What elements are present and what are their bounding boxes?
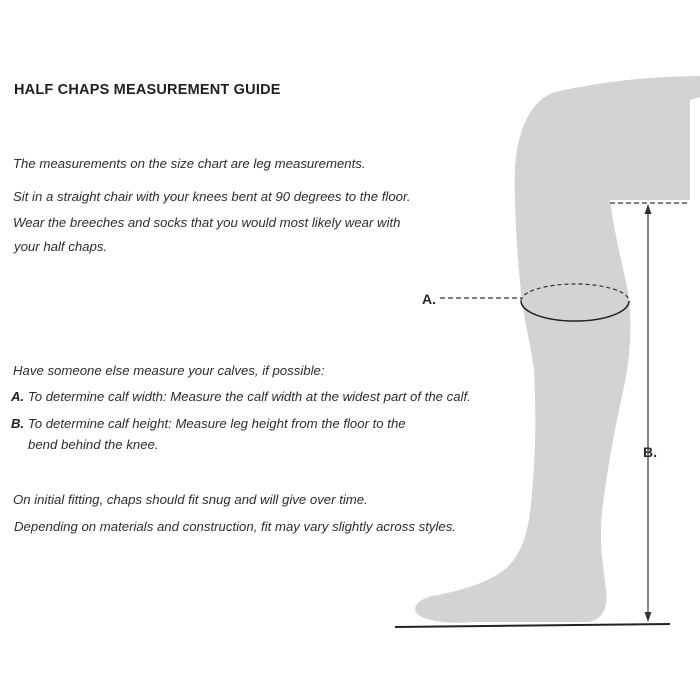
calf-measure-back-arc <box>520 283 630 302</box>
intro-line-1: The measurements on the size chart are l… <box>13 156 366 171</box>
intro-line-4: your half chaps. <box>14 239 108 254</box>
step-a: A. To determine calf width: Measure the … <box>11 389 471 404</box>
measure-intro: Have someone else measure your calves, i… <box>13 363 325 378</box>
step-a-text: To determine calf width: Measure the cal… <box>27 389 471 404</box>
step-a-marker: A. <box>11 389 25 404</box>
note-line-2: Depending on materials and construction,… <box>14 519 456 534</box>
calf-measure-front-arc <box>520 300 630 322</box>
step-b-text: To determine calf height: Measure leg he… <box>27 416 406 431</box>
intro-line-3: Wear the breeches and socks that you wou… <box>13 215 401 230</box>
step-b-marker: B. <box>11 416 25 431</box>
intro-line-2: Sit in a straight chair with your knees … <box>13 189 411 204</box>
label-b: B. <box>643 444 657 460</box>
step-b-continuation: bend behind the knee. <box>28 437 159 452</box>
label-a: A. <box>422 291 436 307</box>
page-title: HALF CHAPS MEASUREMENT GUIDE <box>14 82 281 98</box>
note-line-1: On initial fitting, chaps should fit snu… <box>13 492 368 507</box>
floor-line <box>394 623 671 628</box>
arrow-down-icon <box>644 612 652 622</box>
leg-silhouette <box>415 76 700 623</box>
arrow-up-icon <box>644 204 652 214</box>
step-b: B. To determine calf height: Measure leg… <box>11 416 406 431</box>
